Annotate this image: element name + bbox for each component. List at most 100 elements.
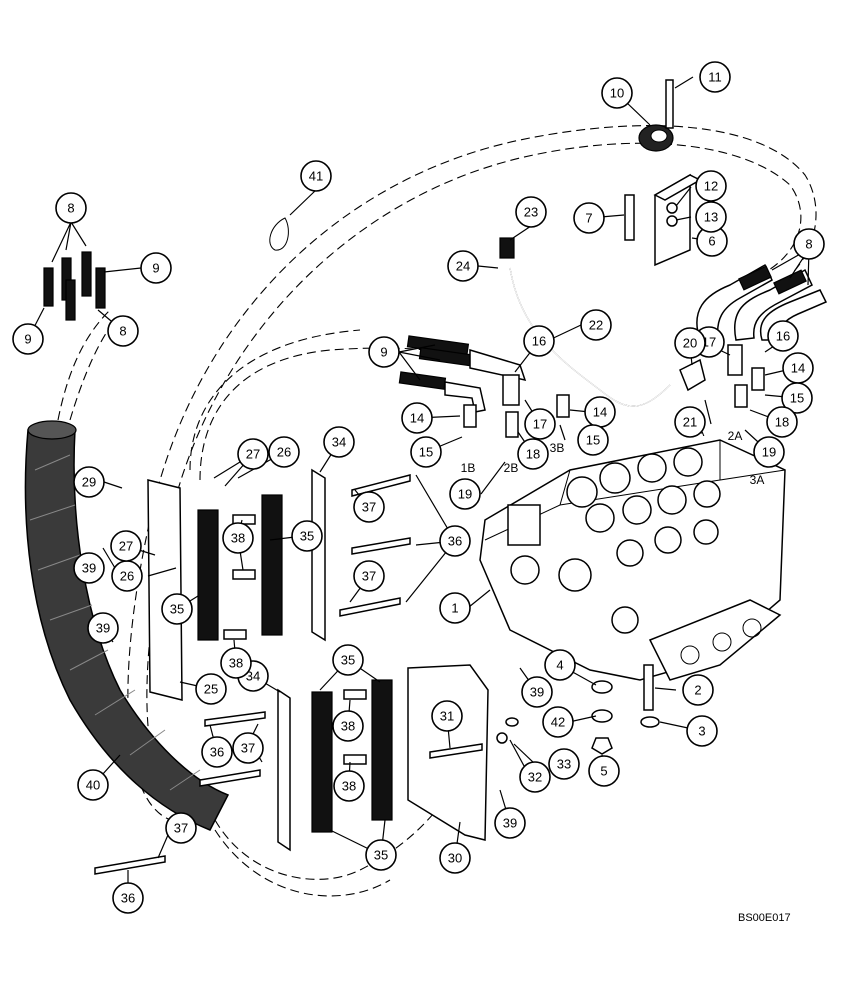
svg-text:31: 31 (440, 709, 454, 724)
callout-37-middle: 37 (353, 560, 385, 592)
callout-17-center: 17 (524, 408, 556, 440)
hose-clip (269, 217, 289, 251)
svg-text:6: 6 (708, 234, 715, 249)
long-bolts (94, 474, 411, 875)
callout-38-lower-top: 38 (332, 710, 364, 742)
bolts-top (624, 79, 678, 241)
callout-7: 7 (573, 202, 605, 234)
callout-26-top: 26 (268, 436, 300, 468)
callout-36-left: 36 (201, 736, 233, 768)
svg-text:14: 14 (593, 405, 607, 420)
svg-text:3: 3 (698, 724, 705, 739)
callout-9-center: 9 (368, 336, 400, 368)
svg-text:37: 37 (362, 500, 376, 515)
callout-2: 2 (682, 674, 714, 706)
callout-8-left-bottom: 8 (107, 315, 139, 347)
svg-text:42: 42 (551, 715, 565, 730)
svg-text:38: 38 (231, 531, 245, 546)
callout-29: 29 (73, 466, 105, 498)
svg-text:10: 10 (610, 86, 624, 101)
svg-text:4: 4 (556, 658, 563, 673)
svg-text:13: 13 (704, 210, 718, 225)
svg-text:16: 16 (532, 334, 546, 349)
control-valve-body (479, 439, 786, 681)
svg-text:38: 38 (342, 779, 356, 794)
callout-11: 11 (699, 61, 731, 93)
svg-text:16: 16 (776, 329, 790, 344)
svg-text:19: 19 (762, 445, 776, 460)
callout-9-left-right: 9 (140, 252, 172, 284)
svg-text:36: 36 (210, 745, 224, 760)
callout-42: 42 (542, 706, 574, 738)
callout-14-center: 14 (584, 396, 616, 428)
svg-text:8: 8 (805, 237, 812, 252)
callout-39-bottom: 39 (494, 807, 526, 839)
callout-25: 25 (195, 673, 227, 705)
callout-4: 4 (544, 649, 576, 681)
figure-code: BS00E017 (738, 912, 791, 924)
pilot-tube (499, 237, 671, 407)
callout-33: 33 (548, 748, 580, 780)
callout-15-right: 15 (781, 382, 813, 414)
svg-text:9: 9 (24, 332, 31, 347)
svg-text:38: 38 (341, 719, 355, 734)
svg-text:20: 20 (683, 336, 697, 351)
callouts: 1 2 3 4 5 6 7 8 8 8 9 9 9 10 11 12 13 14… (12, 61, 825, 914)
svg-text:26: 26 (120, 569, 134, 584)
callout-16-right: 16 (767, 320, 799, 352)
svg-text:18: 18 (775, 415, 789, 430)
callout-23: 23 (515, 196, 547, 228)
callout-38-left: 38 (220, 647, 252, 679)
callout-37-lower: 37 (232, 732, 264, 764)
svg-text:36: 36 (448, 534, 462, 549)
callout-30: 30 (439, 842, 471, 874)
svg-text:32: 32 (528, 770, 542, 785)
callout-41: 41 (300, 160, 332, 192)
callout-27-top: 27 (237, 438, 269, 470)
callout-1: 1 (439, 592, 471, 624)
callout-21: 21 (674, 406, 706, 438)
callout-38-lower-bottom: 38 (333, 770, 365, 802)
svg-text:15: 15 (790, 391, 804, 406)
svg-text:35: 35 (170, 602, 184, 617)
svg-text:12: 12 (704, 179, 718, 194)
svg-text:34: 34 (246, 669, 260, 684)
callout-35-upper-left: 35 (161, 593, 193, 625)
svg-text:24: 24 (456, 259, 470, 274)
port-label-1b: 1B (461, 461, 476, 475)
svg-text:27: 27 (246, 447, 260, 462)
svg-text:15: 15 (419, 445, 433, 460)
callout-37-upper: 37 (353, 491, 385, 523)
callout-35-upper-right: 35 (291, 520, 323, 552)
svg-text:41: 41 (309, 169, 323, 184)
callout-39-left: 39 (87, 612, 119, 644)
callout-19-right: 19 (753, 436, 785, 468)
callout-36-bottom: 36 (112, 882, 144, 914)
leader-lines (27, 76, 810, 898)
callout-8-left-top: 8 (55, 192, 87, 224)
svg-text:2: 2 (694, 683, 701, 698)
callout-15-left: 15 (410, 436, 442, 468)
callout-14-left: 14 (401, 402, 433, 434)
callout-34-top: 34 (323, 426, 355, 458)
svg-text:7: 7 (585, 211, 592, 226)
svg-text:33: 33 (557, 757, 571, 772)
callout-5: 5 (588, 755, 620, 787)
callout-6: 6 (696, 225, 728, 257)
svg-text:39: 39 (503, 816, 517, 831)
callout-36-upper: 36 (439, 525, 471, 557)
mounting-bracket (653, 173, 702, 267)
callout-9-left-bottom: 9 (12, 323, 44, 355)
callout-35-lower-bottom: 35 (365, 839, 397, 871)
callout-24: 24 (447, 250, 479, 282)
svg-text:14: 14 (791, 361, 805, 376)
svg-text:5: 5 (600, 764, 607, 779)
hose-clamp-blocks (197, 494, 393, 833)
svg-text:23: 23 (524, 205, 538, 220)
svg-text:39: 39 (82, 561, 96, 576)
callout-31: 31 (431, 700, 463, 732)
svg-text:30: 30 (448, 851, 462, 866)
callout-12: 12 (695, 170, 727, 202)
svg-text:34: 34 (332, 435, 346, 450)
